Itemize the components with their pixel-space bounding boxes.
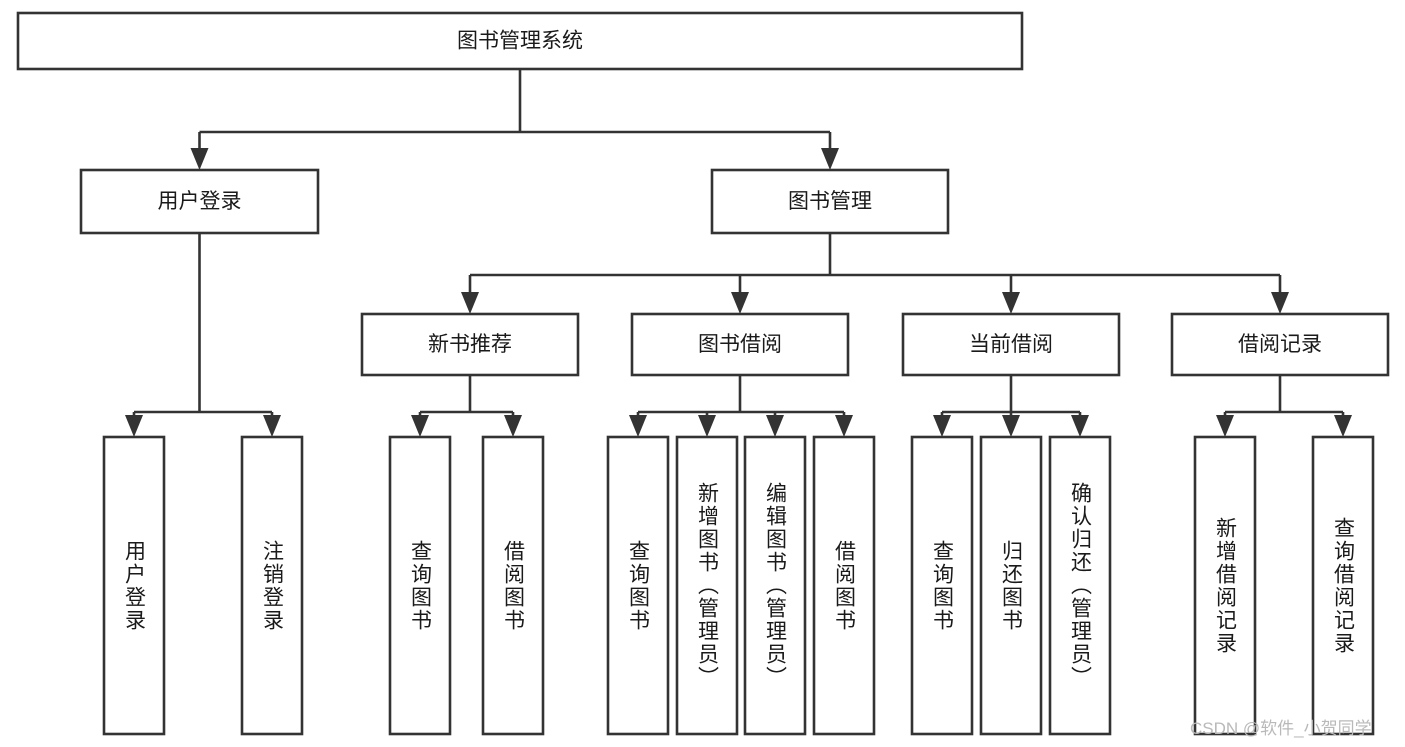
node-label-leaf-borrow-book-rec: 借阅图书 bbox=[501, 539, 525, 632]
node-label-leaf-user-login: 用户登录 bbox=[122, 539, 146, 632]
node-box-new-book-recommend[interactable] bbox=[360, 312, 580, 377]
csdn-watermark: CSDN @软件_小贺同学 bbox=[1190, 719, 1372, 738]
arrow-head-icon bbox=[1071, 415, 1089, 437]
connector-layer bbox=[125, 69, 1352, 437]
arrow-head-icon bbox=[731, 292, 749, 314]
node-box-layer bbox=[16, 11, 1390, 736]
node-box-leaf-borrow-book[interactable] bbox=[812, 435, 876, 736]
node-box-leaf-borrow-book-rec[interactable] bbox=[481, 435, 545, 736]
node-label-leaf-query-book-borrow: 查询图书 bbox=[626, 539, 650, 632]
node-label-leaf-return-book: 归还图书 bbox=[999, 539, 1023, 632]
node-box-leaf-query-book-borrow[interactable] bbox=[606, 435, 670, 736]
node-label-root: 图书管理系统 bbox=[457, 30, 583, 53]
node-label-leaf-edit-book: 编辑图书（管理员） bbox=[763, 482, 787, 689]
node-box-leaf-query-record[interactable] bbox=[1311, 435, 1375, 736]
node-box-leaf-query-book-current[interactable] bbox=[910, 435, 974, 736]
node-label-leaf-add-record: 新增借阅记录 bbox=[1213, 516, 1237, 655]
arrow-head-icon bbox=[1271, 292, 1289, 314]
arrow-head-icon bbox=[1002, 292, 1020, 314]
arrow-head-icon bbox=[461, 292, 479, 314]
arrow-head-icon bbox=[821, 148, 839, 170]
node-box-borrow-records[interactable] bbox=[1170, 312, 1390, 377]
node-box-leaf-confirm-return[interactable] bbox=[1048, 435, 1112, 736]
arrow-head-icon bbox=[411, 415, 429, 437]
node-label-leaf-query-book-current: 查询图书 bbox=[930, 539, 954, 632]
arrow-head-icon bbox=[1334, 415, 1352, 437]
arrow-head-icon bbox=[1216, 415, 1234, 437]
node-box-leaf-return-book[interactable] bbox=[979, 435, 1043, 736]
node-label-leaf-query-record: 查询借阅记录 bbox=[1331, 516, 1355, 655]
node-box-current-borrow[interactable] bbox=[901, 312, 1121, 377]
node-label-book-management: 图书管理 bbox=[788, 190, 872, 213]
node-label-leaf-add-book: 新增图书（管理员） bbox=[695, 482, 719, 689]
node-box-leaf-add-record[interactable] bbox=[1193, 435, 1257, 736]
arrow-head-icon bbox=[629, 415, 647, 437]
arrow-head-icon bbox=[835, 415, 853, 437]
arrow-head-icon bbox=[504, 415, 522, 437]
arrow-head-icon bbox=[190, 148, 209, 170]
node-box-leaf-user-login[interactable] bbox=[102, 435, 166, 736]
arrow-head-icon bbox=[933, 415, 951, 437]
node-label-book-borrow: 图书借阅 bbox=[698, 333, 782, 356]
node-label-current-borrow: 当前借阅 bbox=[969, 333, 1053, 356]
arrow-head-icon bbox=[698, 415, 716, 437]
node-label-leaf-confirm-return: 确认归还（管理员） bbox=[1068, 482, 1092, 689]
node-box-leaf-query-book-rec[interactable] bbox=[388, 435, 452, 736]
node-label-new-book-recommend: 新书推荐 bbox=[428, 333, 512, 356]
node-label-leaf-borrow-book: 借阅图书 bbox=[832, 539, 856, 632]
node-box-root[interactable] bbox=[16, 11, 1024, 71]
node-label-user-login: 用户登录 bbox=[158, 190, 242, 213]
node-label-leaf-query-book-rec: 查询图书 bbox=[408, 539, 432, 632]
node-box-leaf-logout[interactable] bbox=[240, 435, 304, 736]
arrow-head-icon bbox=[263, 415, 281, 437]
arrow-head-icon bbox=[1002, 415, 1020, 437]
node-box-leaf-edit-book[interactable] bbox=[743, 435, 807, 736]
node-box-leaf-add-book[interactable] bbox=[675, 435, 739, 736]
node-box-user-login[interactable] bbox=[79, 168, 320, 235]
node-box-book-management[interactable] bbox=[710, 168, 950, 235]
node-label-borrow-records: 借阅记录 bbox=[1238, 333, 1322, 356]
node-label-leaf-logout: 注销登录 bbox=[260, 539, 284, 632]
arrow-head-icon bbox=[125, 415, 143, 437]
node-box-book-borrow[interactable] bbox=[630, 312, 850, 377]
arrow-head-icon bbox=[766, 415, 784, 437]
